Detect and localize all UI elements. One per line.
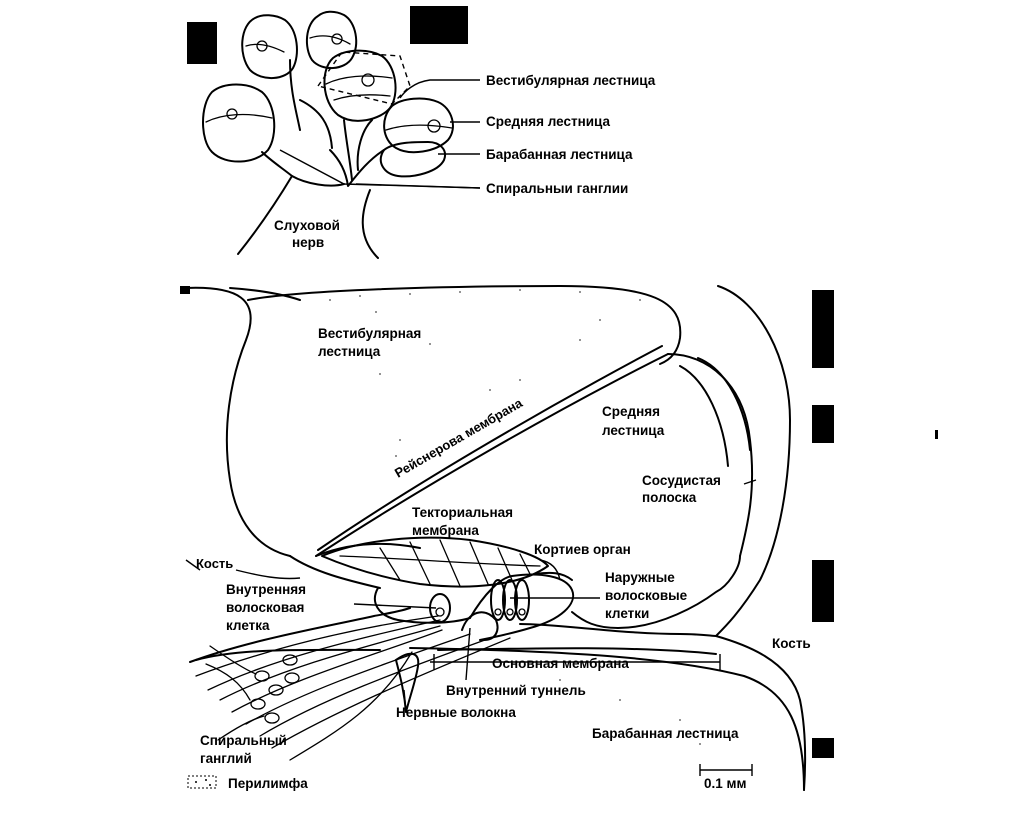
outer-hair-cell xyxy=(490,579,506,621)
perilymph-legend-swatch xyxy=(187,775,217,789)
cross-section-labels: Вестибулярная лестница Рейснерова мембра… xyxy=(196,326,811,791)
label-scala-media-line2: лестница xyxy=(602,423,665,438)
perilymph-stipple xyxy=(329,289,701,745)
label-spiral-ganglia: Спиральныи ганглии xyxy=(486,181,628,196)
label-scala-media: Средняя лестница xyxy=(486,114,610,129)
label-auditory-nerve-line1: Слуховой xyxy=(274,218,340,233)
label-auditory-nerve-line2: нерв xyxy=(292,235,324,250)
label-basilar-membrane: Основная мембрана xyxy=(492,656,629,671)
inset-labels: Вестибулярная лестница Средняя лестница … xyxy=(274,73,656,250)
label-stria-line2: полоска xyxy=(642,490,697,505)
cross-section-outline xyxy=(185,285,807,791)
label-scala-vestibuli: Вестибулярная лестница xyxy=(486,73,656,88)
label-tectorial-line1: Текториальная xyxy=(412,505,513,520)
label-scala-media-line1: Средняя xyxy=(602,404,660,419)
outer-hair-cell xyxy=(502,579,518,621)
cochlea-inset xyxy=(202,10,481,259)
label-bone-right: Кость xyxy=(772,636,811,651)
label-inner-tunnel: Внутренний туннель xyxy=(446,683,586,698)
label-outer-hair-cells-line1: Наружные xyxy=(605,570,675,585)
label-spiral-ganglion-line1: Спиральный xyxy=(200,733,287,748)
label-spiral-ganglion-line2: ганглий xyxy=(200,751,252,766)
label-outer-hair-cells-line3: клетки xyxy=(605,606,649,621)
label-outer-hair-cells-line2: волосковые xyxy=(605,588,688,603)
cross-section-leaders xyxy=(185,479,757,776)
label-scala-tympani: Барабанная лестница xyxy=(486,147,633,162)
label-perilymph: Перилимфа xyxy=(228,776,308,791)
nerve-fibers-group xyxy=(195,615,511,761)
label-stria-line1: Сосудистая xyxy=(642,473,721,488)
hair-cells xyxy=(429,579,530,623)
label-inner-hair-cell-line1: Внутренняя xyxy=(226,582,306,597)
label-scala-tympani: Барабанная лестница xyxy=(592,726,739,741)
tectorial-membrane xyxy=(321,536,549,588)
label-scala-vestibuli-line1: Вестибулярная xyxy=(318,326,421,341)
label-scala-vestibuli-line2: лестница xyxy=(318,344,381,359)
label-inner-hair-cell-line2: волосковая xyxy=(226,600,304,615)
scan-edge-marks xyxy=(180,6,938,758)
label-scale-bar: 0.1 мм xyxy=(704,776,747,791)
label-inner-hair-cell-line3: клетка xyxy=(226,618,270,633)
label-bone-left: Кость xyxy=(196,556,233,571)
label-organ-of-corti: Кортиев орган xyxy=(534,542,631,557)
label-nerve-fibers: Нервные волокна xyxy=(396,705,516,720)
label-tectorial-line2: мембрана xyxy=(412,523,479,538)
outer-hair-cell xyxy=(514,579,530,621)
